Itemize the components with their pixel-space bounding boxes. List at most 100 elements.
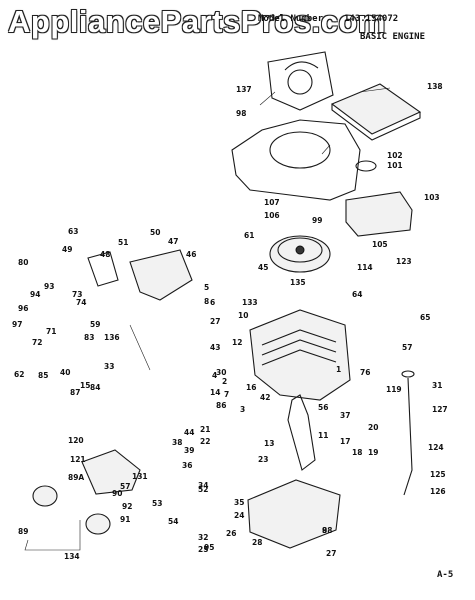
callout-label-33: 33	[104, 362, 114, 371]
callout-label-103: 103	[424, 193, 440, 202]
callout-label-37: 37	[340, 411, 350, 420]
blower-housing-part	[231, 119, 361, 201]
callout-label-25: 25	[198, 545, 208, 554]
callout-label-134: 134	[64, 552, 80, 561]
callout-label-24: 24	[234, 511, 244, 520]
callout-label-15: 15	[80, 381, 90, 390]
callout-label-48: 48	[100, 250, 110, 259]
callout-label-19: 19	[368, 448, 378, 457]
callout-label-5: 5	[204, 283, 209, 292]
callout-label-99: 99	[312, 216, 322, 225]
callout-label-93: 93	[44, 282, 54, 291]
air-filter-part	[330, 83, 422, 141]
callout-label-30: 30	[216, 368, 226, 377]
rewind-starter-part	[267, 51, 334, 111]
callout-label-42: 42	[260, 393, 270, 402]
callout-label-26: 26	[226, 529, 236, 538]
callout-label-27: 27	[210, 317, 220, 326]
callout-label-21: 21	[200, 425, 210, 434]
callout-label-46: 46	[186, 250, 196, 259]
callout-label-123: 123	[396, 257, 412, 266]
callout-label-10: 10	[238, 311, 248, 320]
callout-label-43: 43	[210, 343, 220, 352]
callout-label-38: 38	[172, 438, 182, 447]
air-cleaner-part	[345, 160, 413, 237]
callout-label-56: 56	[318, 403, 328, 412]
callout-label-51: 51	[118, 238, 128, 247]
callout-label-1: 1	[336, 365, 341, 374]
callout-label-22: 22	[200, 437, 210, 446]
section-title: BASIC ENGINE	[360, 32, 426, 42]
callout-label-76: 76	[360, 368, 370, 377]
callout-label-39: 39	[184, 446, 194, 455]
callout-label-11: 11	[318, 431, 328, 440]
muffler-part	[81, 449, 141, 495]
callout-label-47: 47	[168, 237, 178, 246]
callout-label-44: 44	[184, 428, 194, 437]
model-number-value: 143.154072	[344, 14, 399, 24]
callout-label-65: 65	[420, 313, 430, 322]
callout-label-63: 63	[68, 227, 78, 236]
callout-label-2: 2	[222, 377, 227, 386]
callout-label-101: 101	[387, 161, 403, 170]
callout-label-89A: 89A	[68, 473, 84, 482]
callout-label-87: 87	[70, 388, 80, 397]
callout-label-136: 136	[104, 333, 120, 342]
filter-assembly-part	[32, 485, 111, 535]
callout-label-120: 120	[68, 436, 84, 445]
base-part	[247, 479, 341, 549]
callout-label-71: 71	[46, 327, 56, 336]
callout-label-49: 49	[62, 245, 72, 254]
callout-label-64: 64	[352, 290, 362, 299]
callout-label-62: 62	[14, 370, 24, 379]
callout-label-12: 12	[232, 338, 242, 347]
callout-label-74: 74	[76, 298, 86, 307]
callout-label-85: 85	[38, 371, 48, 380]
callout-label-50: 50	[150, 228, 160, 237]
page-reference: A-5	[437, 570, 454, 580]
callout-label-31: 31	[432, 381, 442, 390]
callout-label-53: 53	[152, 499, 162, 508]
callout-label-80: 80	[18, 258, 28, 267]
callout-label-9: 9	[322, 526, 327, 535]
callout-label-36: 36	[182, 461, 192, 470]
callout-label-40: 40	[60, 368, 70, 377]
callout-label-17: 17	[340, 437, 350, 446]
callout-label-105: 105	[372, 240, 388, 249]
callout-label-34: 34	[198, 481, 208, 490]
callout-label-18: 18	[352, 448, 362, 457]
callout-label-106: 106	[264, 211, 280, 220]
callout-label-119: 119	[386, 385, 402, 394]
callout-label-83: 83	[84, 333, 94, 342]
callout-label-97: 97	[12, 320, 22, 329]
callout-label-89: 89	[18, 527, 28, 536]
callout-label-127: 127	[432, 405, 448, 414]
callout-label-92: 92	[122, 502, 132, 511]
callout-label-102: 102	[387, 151, 403, 160]
callout-label-57: 57	[402, 343, 412, 352]
callout-label-3: 3	[240, 405, 245, 414]
callout-label-94: 94	[30, 290, 40, 299]
callout-label-124: 124	[428, 443, 444, 452]
flywheel-part	[269, 235, 331, 273]
watermark: AppliancePartsPros.com	[8, 4, 386, 39]
leader-lines	[24, 87, 391, 551]
callout-label-61: 61	[244, 231, 254, 240]
callout-label-126: 126	[430, 487, 446, 496]
callout-label-4: 4	[212, 371, 217, 380]
model-number-label: Model Number	[258, 14, 324, 24]
callout-label-86: 86	[216, 401, 226, 410]
callout-label-23: 23	[258, 455, 268, 464]
callout-label-137: 137	[236, 85, 252, 94]
callout-label-52: 52	[198, 485, 208, 494]
callout-label-27: 27	[326, 549, 336, 558]
callout-label-98: 98	[236, 109, 246, 118]
dipstick-part	[401, 370, 415, 496]
callout-label-16: 16	[246, 383, 256, 392]
callout-label-59: 59	[90, 320, 100, 329]
callout-label-135: 135	[290, 278, 306, 287]
callout-label-57: 57	[120, 482, 130, 491]
callout-label-96: 96	[18, 304, 28, 313]
